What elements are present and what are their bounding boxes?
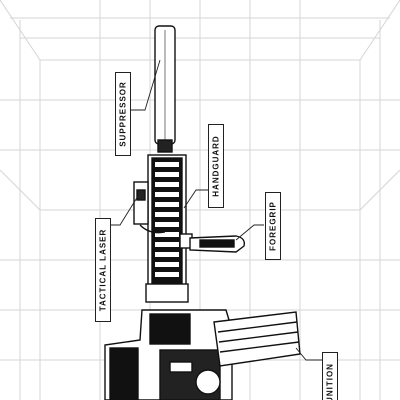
label-handguard: HANDGUARD xyxy=(208,124,224,208)
label-ammunition: UNITION xyxy=(322,352,338,400)
foregrip-part xyxy=(179,233,246,253)
label-ammunition-text: UNITION xyxy=(325,363,335,400)
handguard-part xyxy=(145,154,189,303)
magazine-part xyxy=(213,311,301,367)
label-tactical-laser: TACTICAL LASER xyxy=(95,218,111,322)
label-foregrip: FOREGRIP xyxy=(265,192,281,260)
receiver-part xyxy=(104,309,233,400)
label-handguard-text: HANDGUARD xyxy=(211,135,221,197)
leader-lines xyxy=(110,59,322,361)
label-foregrip-text: FOREGRIP xyxy=(268,201,278,251)
label-suppressor: SUPPRESSOR xyxy=(115,72,131,156)
label-tactical-laser-text: TACTICAL LASER xyxy=(98,228,108,312)
tactical-laser-part xyxy=(133,181,166,234)
suppressor-part xyxy=(154,25,176,153)
label-suppressor-text: SUPPRESSOR xyxy=(118,81,128,147)
